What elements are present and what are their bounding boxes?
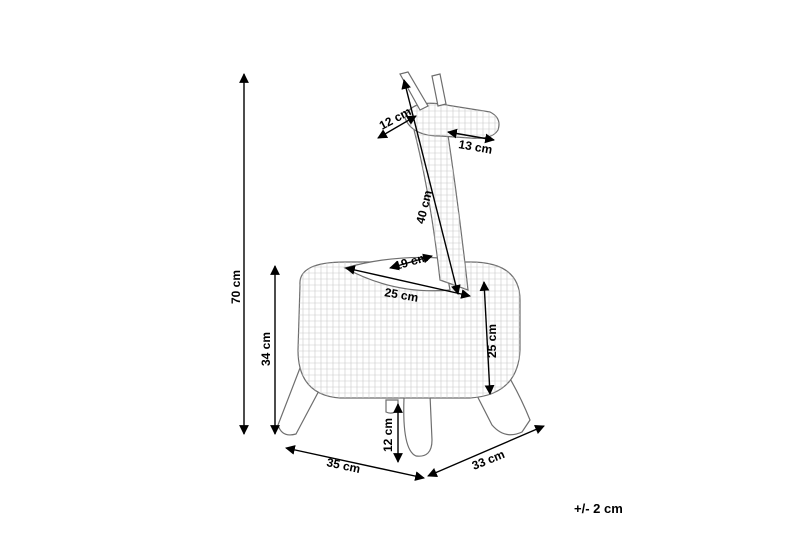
base-width-label: 35 cm (325, 455, 361, 476)
tolerance-note: +/- 2 cm (574, 501, 623, 516)
total-height-label: 70 cm (229, 270, 243, 304)
dimension-arrows (239, 73, 545, 481)
leg-height-label: 12 cm (381, 418, 395, 452)
head-length-arrow (447, 128, 495, 144)
opening-width-arrow (345, 265, 471, 299)
ossicone-right (431, 73, 447, 107)
body-height-label: 25 cm (485, 324, 499, 358)
base-depth-arrow (427, 424, 545, 478)
ossicone-left (399, 71, 429, 111)
head-depth-arrow (377, 115, 417, 139)
opening-width-label: 25 cm (383, 285, 419, 305)
head-length-label: 13 cm (457, 137, 493, 157)
base-width-arrow (285, 445, 425, 481)
rear-hidden-leg (385, 399, 399, 414)
front-leg (403, 394, 433, 457)
body-height-arrow (479, 281, 495, 395)
seat-height-label: 34 cm (259, 332, 273, 366)
base-depth-label: 33 cm (470, 447, 507, 473)
